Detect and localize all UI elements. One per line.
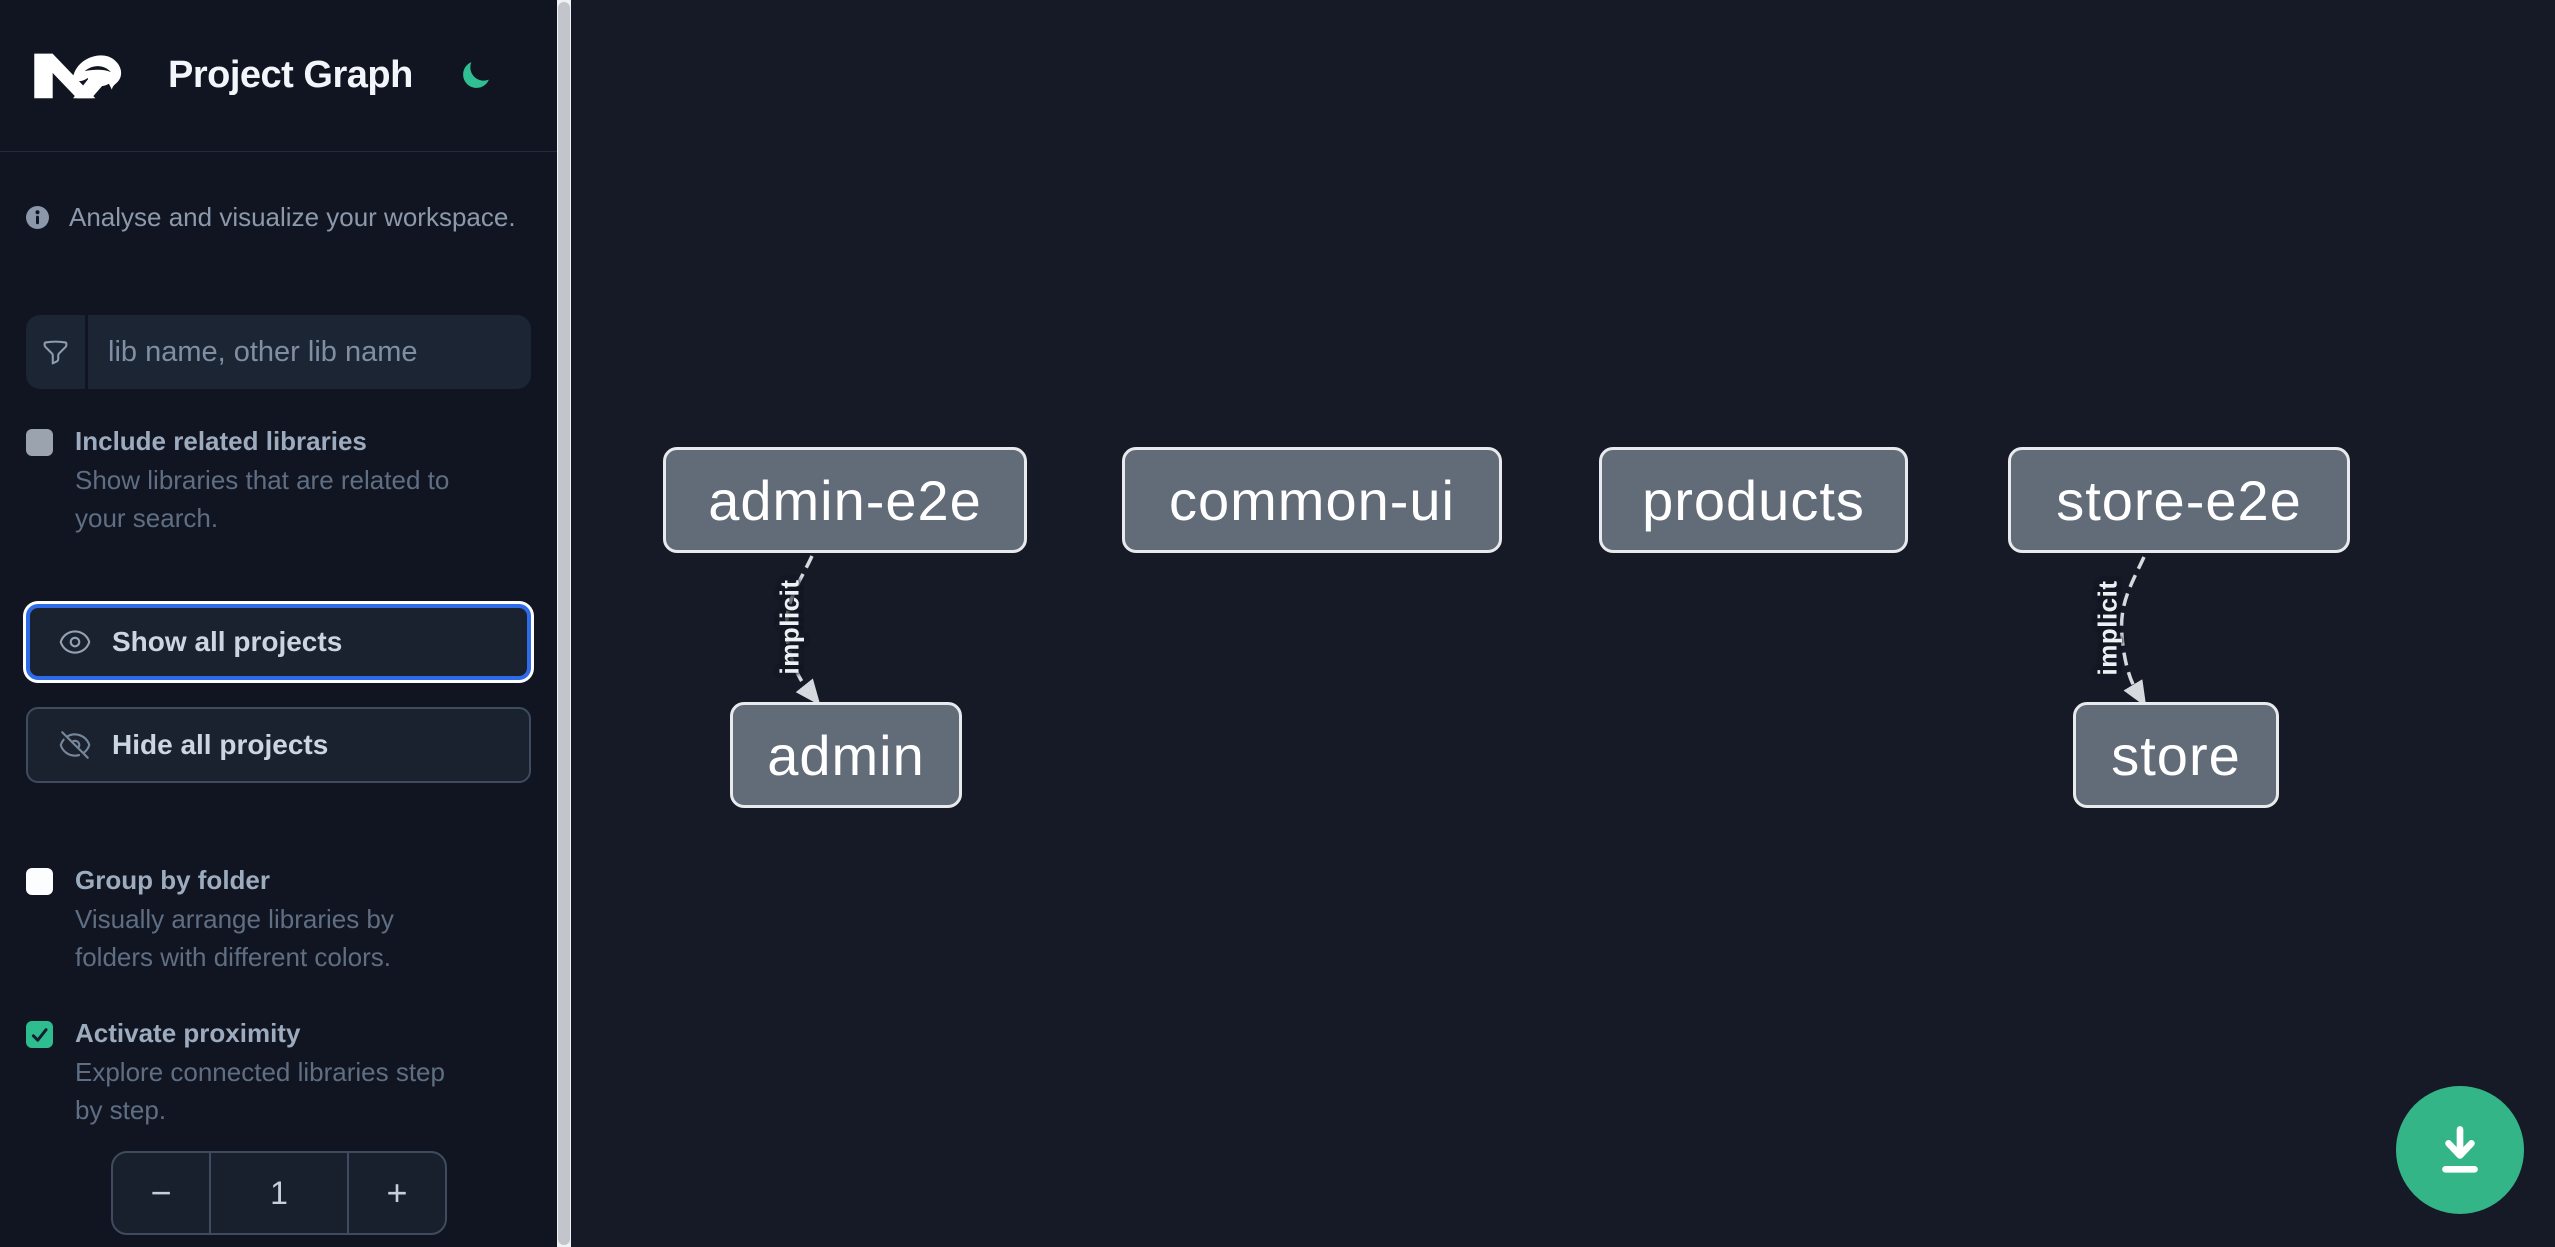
show-all-projects-label: Show all projects [112,626,343,657]
sidebar: Project Graph Analyse and visualize your… [0,0,557,1247]
node-admin[interactable]: admin [730,702,962,808]
eye-icon [59,630,91,654]
moon-icon [462,62,489,88]
activate-proximity-description: Explore connected libraries step by step… [75,1057,445,1125]
nx-logo [34,53,122,98]
filter-icon-cell [26,315,88,389]
edge-label-implicit: implicit [2092,580,2123,676]
group-by-folder-label[interactable]: Group by folder [75,865,270,895]
proximity-increment-button[interactable]: + [349,1153,445,1233]
filter-box [26,315,531,389]
edge-label-implicit: implicit [774,579,805,675]
include-related-label[interactable]: Include related libraries [75,426,367,456]
activate-proximity-label[interactable]: Activate proximity [75,1018,301,1048]
proximity-depth-stepper: − 1 + [111,1151,447,1235]
page-title: Project Graph [168,54,413,96]
checkmark-icon [31,1028,48,1042]
proximity-decrement-button[interactable]: − [113,1153,209,1233]
theme-toggle-button[interactable] [459,59,492,92]
eye-slash-icon [59,731,91,759]
group-by-folder-row: Group by folder Visually arrange librari… [26,865,531,976]
edge-admin-e2e-to-admin [784,555,821,706]
graph-edges [784,555,2147,708]
node-store-e2e[interactable]: store-e2e [2008,447,2350,553]
sidebar-scrollbar-track [557,0,571,1247]
node-admin-e2e[interactable]: admin-e2e [663,447,1027,553]
proximity-depth-value: 1 [209,1153,349,1233]
graph-canvas[interactable]: implicit implicit admin-e2e common-ui pr… [571,0,2555,1247]
include-related-description: Show libraries that are related to your … [75,465,450,533]
workspace-info-row: Analyse and visualize your workspace. [26,202,531,233]
include-related-checkbox[interactable] [26,429,53,456]
activate-proximity-checkbox[interactable] [26,1021,53,1048]
node-products[interactable]: products [1599,447,1908,553]
group-by-folder-checkbox[interactable] [26,868,53,895]
node-store[interactable]: store [2073,702,2279,808]
group-by-folder-description: Visually arrange libraries by folders wi… [75,904,394,972]
workspace-info-text: Analyse and visualize your workspace. [69,202,516,232]
include-related-row: Include related libraries Show libraries… [26,426,531,537]
info-icon [26,206,49,229]
download-graph-button[interactable] [2396,1086,2524,1214]
sidebar-header: Project Graph [0,0,557,152]
funnel-icon [43,340,68,364]
filter-input[interactable] [88,315,531,389]
edge-store-e2e-to-store [2119,556,2147,708]
download-icon [2442,1126,2478,1173]
hide-all-projects-label: Hide all projects [112,729,329,760]
hide-all-projects-button[interactable]: Hide all projects [26,707,531,783]
show-all-projects-button[interactable]: Show all projects [26,604,531,680]
sidebar-body: Analyse and visualize your workspace. In… [0,202,557,1235]
activate-proximity-row: Activate proximity Explore connected lib… [26,1018,531,1129]
sidebar-scrollbar-thumb[interactable] [558,2,570,1245]
node-common-ui[interactable]: common-ui [1122,447,1502,553]
